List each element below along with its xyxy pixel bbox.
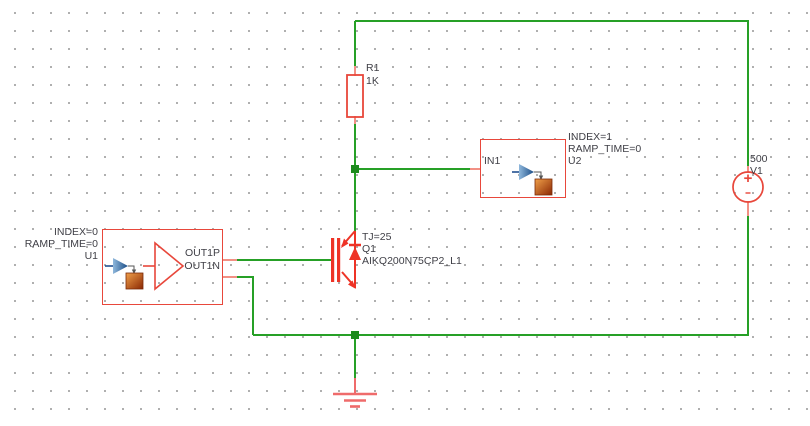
ground-symbol[interactable] bbox=[330, 378, 384, 412]
label-q1-part[interactable]: AIKQ200N75CP2_L1 bbox=[362, 255, 462, 267]
u1-buffer-symbol bbox=[143, 241, 185, 291]
label-u1-index[interactable]: INDEX=0 bbox=[53, 226, 98, 238]
wire-out1n-horizontal[interactable] bbox=[237, 276, 254, 278]
label-u2-ramp[interactable]: RAMP_TIME=0 bbox=[568, 143, 642, 155]
block-u1[interactable] bbox=[102, 229, 223, 305]
label-q1-tj[interactable]: TJ=25 bbox=[362, 231, 392, 243]
label-u2-index[interactable]: INDEX=1 bbox=[568, 131, 613, 143]
wire-v1-bottom[interactable] bbox=[747, 216, 749, 335]
label-u1-ref[interactable]: U1 bbox=[84, 250, 98, 262]
label-u2-ref[interactable]: U2 bbox=[568, 155, 582, 167]
block-u2[interactable] bbox=[480, 139, 566, 198]
pin-out1n bbox=[223, 276, 237, 278]
wire-out1n-drop[interactable] bbox=[252, 277, 254, 335]
wire-v1-top[interactable] bbox=[747, 21, 749, 166]
label-r1-value[interactable]: 1K bbox=[366, 75, 379, 87]
wire-top-rail[interactable] bbox=[355, 20, 749, 22]
label-v1-ref[interactable]: V1 bbox=[750, 165, 763, 177]
label-u1-pin-out1p[interactable]: OUT1P bbox=[184, 247, 220, 259]
u1-stimulus-icon bbox=[105, 258, 144, 290]
wire-q1-collector[interactable] bbox=[354, 172, 356, 231]
label-r1-ref[interactable]: R1 bbox=[366, 62, 380, 74]
wire-bottom-rail[interactable] bbox=[253, 334, 749, 336]
wire-out1p-to-gate[interactable] bbox=[237, 259, 331, 261]
voltage-source-v1[interactable] bbox=[730, 168, 768, 208]
junction-dot bbox=[351, 165, 359, 173]
label-v1-value[interactable]: 500 bbox=[750, 153, 768, 165]
label-u1-ramp[interactable]: RAMP_TIME=0 bbox=[24, 238, 98, 250]
wire-r1-top[interactable] bbox=[354, 21, 356, 69]
label-u2-pin-in1[interactable]: IN1 bbox=[484, 155, 501, 167]
u2-stimulus-icon bbox=[512, 164, 553, 196]
label-u1-pin-out1n[interactable]: OUT1N bbox=[184, 260, 220, 272]
pin-v1-bottom bbox=[747, 201, 749, 216]
wire-junction-to-u2[interactable] bbox=[356, 168, 470, 170]
pin-out1p bbox=[223, 259, 237, 261]
wire-r1-bottom[interactable] bbox=[354, 122, 356, 168]
wire-ground-drop[interactable] bbox=[354, 336, 356, 381]
pin-in1 bbox=[470, 168, 480, 170]
resistor-r1[interactable] bbox=[344, 66, 388, 126]
label-q1-ref[interactable]: Q1 bbox=[362, 243, 377, 255]
junction-dot bbox=[351, 331, 359, 339]
igbt-q1[interactable] bbox=[325, 224, 373, 296]
pin-v1-top bbox=[747, 166, 749, 173]
